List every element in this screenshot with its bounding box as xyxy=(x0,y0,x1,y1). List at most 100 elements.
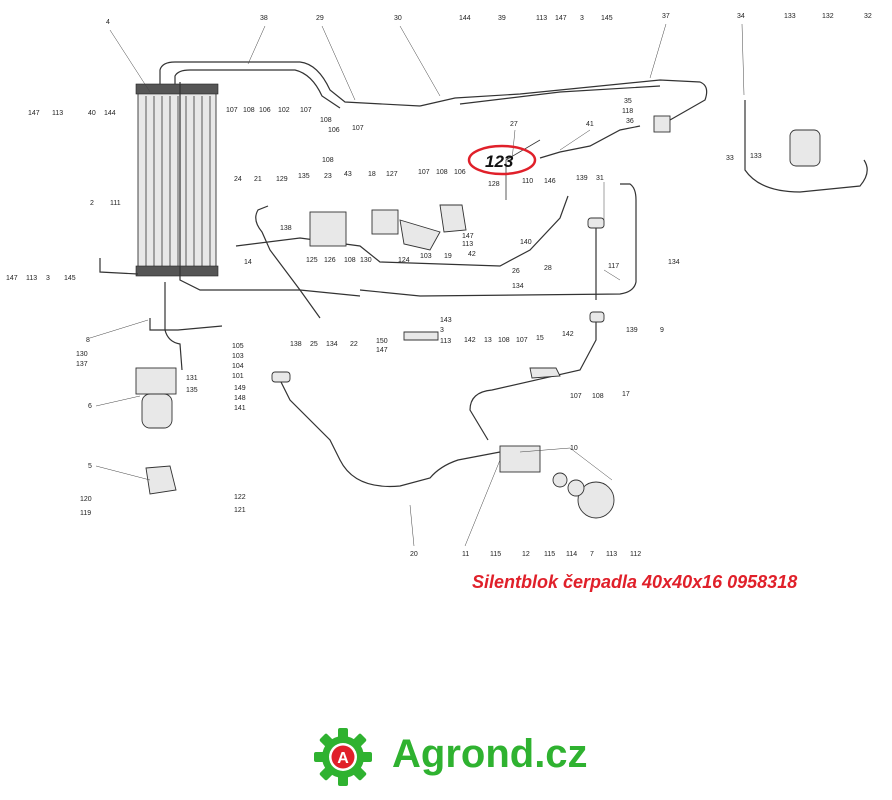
part-label: 2 xyxy=(90,200,94,207)
part-label: 27 xyxy=(510,121,518,128)
highlight-ellipse xyxy=(467,144,537,176)
part-label: 140 xyxy=(520,239,532,246)
part-label: 107 xyxy=(300,107,312,114)
part-label: 38 xyxy=(260,15,268,22)
part-label: 108 xyxy=(436,169,448,176)
brand-logo[interactable]: A Agrond.cz xyxy=(312,726,602,788)
part-label: 18 xyxy=(368,171,376,178)
part-label: 139 xyxy=(576,175,588,182)
part-label: 145 xyxy=(64,275,76,282)
part-label: 133 xyxy=(750,153,762,160)
part-label: 112 xyxy=(630,551,641,558)
part-label: 3 xyxy=(46,275,50,282)
part-label: 20 xyxy=(410,551,418,558)
part-label: 147 xyxy=(28,110,40,117)
part-label: 107 xyxy=(352,125,364,132)
part-label: 108 xyxy=(592,393,604,400)
part-label: 9 xyxy=(660,327,664,334)
part-label: 106 xyxy=(454,169,466,176)
part-label: 108 xyxy=(243,107,255,114)
part-label: 29 xyxy=(316,15,324,22)
part-label: 36 xyxy=(626,118,634,125)
part-label: 139 xyxy=(626,327,638,334)
part-label: 39 xyxy=(498,15,506,22)
part-label: 142 xyxy=(464,337,476,344)
part-label: 19 xyxy=(444,253,452,260)
part-label: 142 xyxy=(562,331,574,338)
part-label: 6 xyxy=(88,403,92,410)
part-label: 8 xyxy=(86,337,90,344)
part-label: 107 xyxy=(226,107,238,114)
part-label: 130 xyxy=(360,257,372,264)
highlight-label: 123 xyxy=(485,152,514,171)
part-label: 113 xyxy=(440,338,451,345)
part-label: 125 xyxy=(306,257,318,264)
part-label: 103 xyxy=(232,353,244,360)
highlighted-part: 123 xyxy=(467,144,537,176)
part-label: 102 xyxy=(278,107,290,114)
part-label: 120 xyxy=(80,496,92,503)
part-label: 43 xyxy=(344,171,352,178)
parts-diagram: 38 29 30 144 39 113 147 3 145 37 34 133 … xyxy=(6,13,872,558)
part-label: 135 xyxy=(186,387,198,394)
logo-text: Agrond.cz xyxy=(392,732,588,776)
part-label: 146 xyxy=(544,178,556,185)
part-label: 138 xyxy=(290,341,302,348)
part-label: 25 xyxy=(310,341,318,348)
part-label: 113 xyxy=(52,110,63,117)
part-label: 107 xyxy=(570,393,582,400)
part-label: 11 xyxy=(462,551,469,558)
part-label: 4 xyxy=(106,19,110,26)
part-label: 7 xyxy=(590,551,594,558)
part-label: 34 xyxy=(737,13,745,20)
part-label: 121 xyxy=(234,507,246,514)
part-label: 104 xyxy=(232,363,244,370)
part-label: 115 xyxy=(490,551,501,558)
part-label: 144 xyxy=(459,15,471,22)
part-label: 10 xyxy=(570,445,578,452)
product-caption: Silentblok čerpadla 40x40x16 0958318 xyxy=(472,572,798,592)
part-label: 118 xyxy=(622,108,633,115)
part-label: 127 xyxy=(386,171,398,178)
part-label: 32 xyxy=(864,13,872,20)
part-label: 129 xyxy=(276,176,288,183)
part-label: 114 xyxy=(566,551,577,558)
logo-letter: A xyxy=(337,750,349,767)
part-label: 126 xyxy=(324,257,336,264)
part-label: 134 xyxy=(668,259,680,266)
part-label: 3 xyxy=(580,15,584,22)
part-label: 137 xyxy=(76,361,88,368)
part-label: 147 xyxy=(376,347,388,354)
part-label: 147 xyxy=(462,233,474,240)
part-label: 130 xyxy=(76,351,88,358)
part-label: 113 xyxy=(462,241,473,248)
part-label: 141 xyxy=(234,405,246,412)
part-label: 108 xyxy=(498,337,510,344)
part-label: 23 xyxy=(324,173,332,180)
part-label: 37 xyxy=(662,13,670,20)
part-label: 133 xyxy=(784,13,796,20)
part-label: 40 xyxy=(88,110,96,117)
part-label: 22 xyxy=(350,341,358,348)
part-label: 108 xyxy=(322,157,334,164)
part-label: 131 xyxy=(186,375,198,382)
part-label: 110 xyxy=(522,178,533,185)
part-label: 122 xyxy=(234,494,246,501)
part-label: 117 xyxy=(608,263,619,270)
part-label: 106 xyxy=(328,127,340,134)
hydraulic-pipes xyxy=(99,61,868,488)
leader-lines xyxy=(89,23,745,547)
part-label: 42 xyxy=(468,251,476,258)
part-label: 41 xyxy=(586,121,594,128)
part-label: 106 xyxy=(259,107,271,114)
part-label: 31 xyxy=(596,175,604,182)
part-label: 124 xyxy=(398,257,410,264)
part-label: 115 xyxy=(544,551,555,558)
part-label: 5 xyxy=(88,463,92,470)
part-label: 150 xyxy=(376,338,388,345)
part-label: 149 xyxy=(234,385,246,392)
part-label: 17 xyxy=(622,391,630,398)
part-label: 30 xyxy=(394,15,402,22)
part-label: 108 xyxy=(344,257,356,264)
part-label: 108 xyxy=(320,117,332,124)
